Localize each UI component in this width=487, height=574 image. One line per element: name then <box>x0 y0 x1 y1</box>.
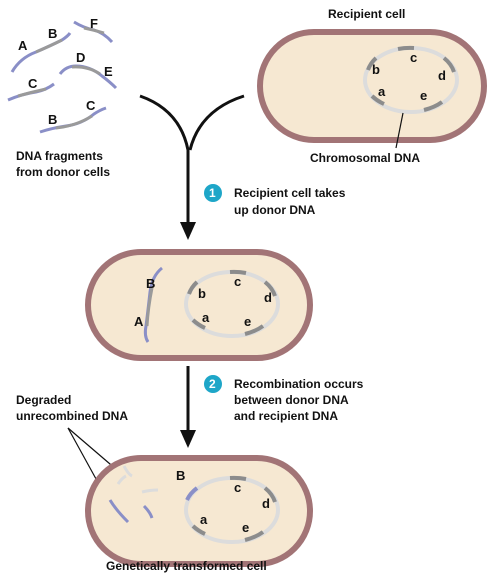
fragment-letter: F <box>90 16 98 31</box>
chromosome-letter: c <box>234 274 241 289</box>
recombined-donor-gene <box>185 486 199 501</box>
chromosome-letter: c <box>234 480 241 495</box>
chromosome-letter: e <box>242 520 249 535</box>
fragment-letter: D <box>76 50 85 65</box>
degraded-piece <box>122 465 133 478</box>
degraded-label-line2: unrecombined DNA <box>16 409 128 423</box>
step-1-number: 1 <box>209 186 216 200</box>
fragment-letter: A <box>18 38 28 53</box>
donor-dna-segment <box>145 287 154 327</box>
step-2-badge <box>204 375 222 393</box>
converging-arrow <box>139 94 245 240</box>
step-2-line1: Recombination occurs <box>234 377 364 391</box>
degraded-piece <box>108 499 130 524</box>
chromosome-letter: a <box>200 512 208 527</box>
chromosome-letter: a <box>378 84 386 99</box>
donor-dna-fragments: A B F D E C B C <box>7 16 118 134</box>
chromosome-letter: e <box>420 88 427 103</box>
step-1-line1: Recipient cell takes <box>234 186 346 200</box>
transformed-chromosome <box>184 475 280 544</box>
step-1-line2: up donor DNA <box>234 203 316 217</box>
step-2-line2: between donor DNA <box>234 393 349 407</box>
chromosome-letter: d <box>438 68 446 83</box>
chromosome-gene <box>187 280 199 295</box>
transformed-cell-caption: Genetically transformed cell <box>106 559 267 573</box>
chromosome-letter: d <box>264 290 272 305</box>
chromosome-gene <box>263 486 277 503</box>
dna-fragment-segment <box>71 65 101 76</box>
fragment-letter: B <box>48 112 57 127</box>
dna-fragment-segment <box>83 26 105 35</box>
dna-fragment-segment <box>55 114 93 130</box>
chromosome-gene <box>263 280 277 297</box>
degraded-piece <box>116 474 127 485</box>
chromosome-pointer-line <box>395 112 404 149</box>
chromosome-gene <box>244 324 265 336</box>
chromosome-gene <box>191 524 206 536</box>
chromosome-gene <box>442 56 456 73</box>
degraded-dna-pieces <box>108 465 159 524</box>
recipient-cell-title: Recipient cell <box>328 7 405 21</box>
dna-fragment-segment <box>35 38 63 54</box>
degraded-piece <box>141 488 159 494</box>
fragment-letter: E <box>104 64 113 79</box>
chromosome-gene <box>229 475 247 481</box>
arrow-head <box>180 222 196 240</box>
chromosome-gene <box>370 94 385 106</box>
degraded-label-line1: Degraded <box>16 393 71 407</box>
chromosome-gene <box>244 530 265 542</box>
fragment-letter: B <box>48 26 57 41</box>
step-1-badge <box>204 184 222 202</box>
step-2-line3: and recipient DNA <box>234 409 338 423</box>
recipient-cell <box>257 29 487 143</box>
chromosome-gene <box>229 269 247 275</box>
arrow-left-branch <box>139 94 190 224</box>
middle-chromosome <box>184 269 280 338</box>
donor-letter: B <box>146 276 155 291</box>
chromosome-gene <box>366 56 378 71</box>
chromosome-letter: b <box>372 62 380 77</box>
chromosome-gene <box>423 100 444 112</box>
arrow-right-branch <box>188 94 245 151</box>
chromosome-letter: c <box>410 50 417 65</box>
arrow-head <box>180 430 196 448</box>
chromosome-letter: d <box>262 496 270 511</box>
chromosome-letter: b <box>198 286 206 301</box>
chromosomal-dna-label: Chromosomal DNA <box>310 151 420 165</box>
chromosome-letter: a <box>202 310 210 325</box>
step-2-number: 2 <box>209 377 216 391</box>
fragment-letter: C <box>28 76 38 91</box>
recipient-chromosome <box>363 45 459 114</box>
fragment-letter: C <box>86 98 96 113</box>
chromosome-letter: e <box>244 314 251 329</box>
donor-letter: A <box>134 314 144 329</box>
chromosome-gene <box>397 45 415 51</box>
dna-fragment-segment <box>17 87 47 98</box>
degraded-piece <box>142 504 154 519</box>
fragments-caption-line1: DNA fragments <box>16 149 103 163</box>
fragments-caption-line2: from donor cells <box>16 165 110 179</box>
chromosome-gene <box>191 318 206 330</box>
down-arrow-2 <box>180 366 196 448</box>
chromosome-letter: B <box>176 468 185 483</box>
